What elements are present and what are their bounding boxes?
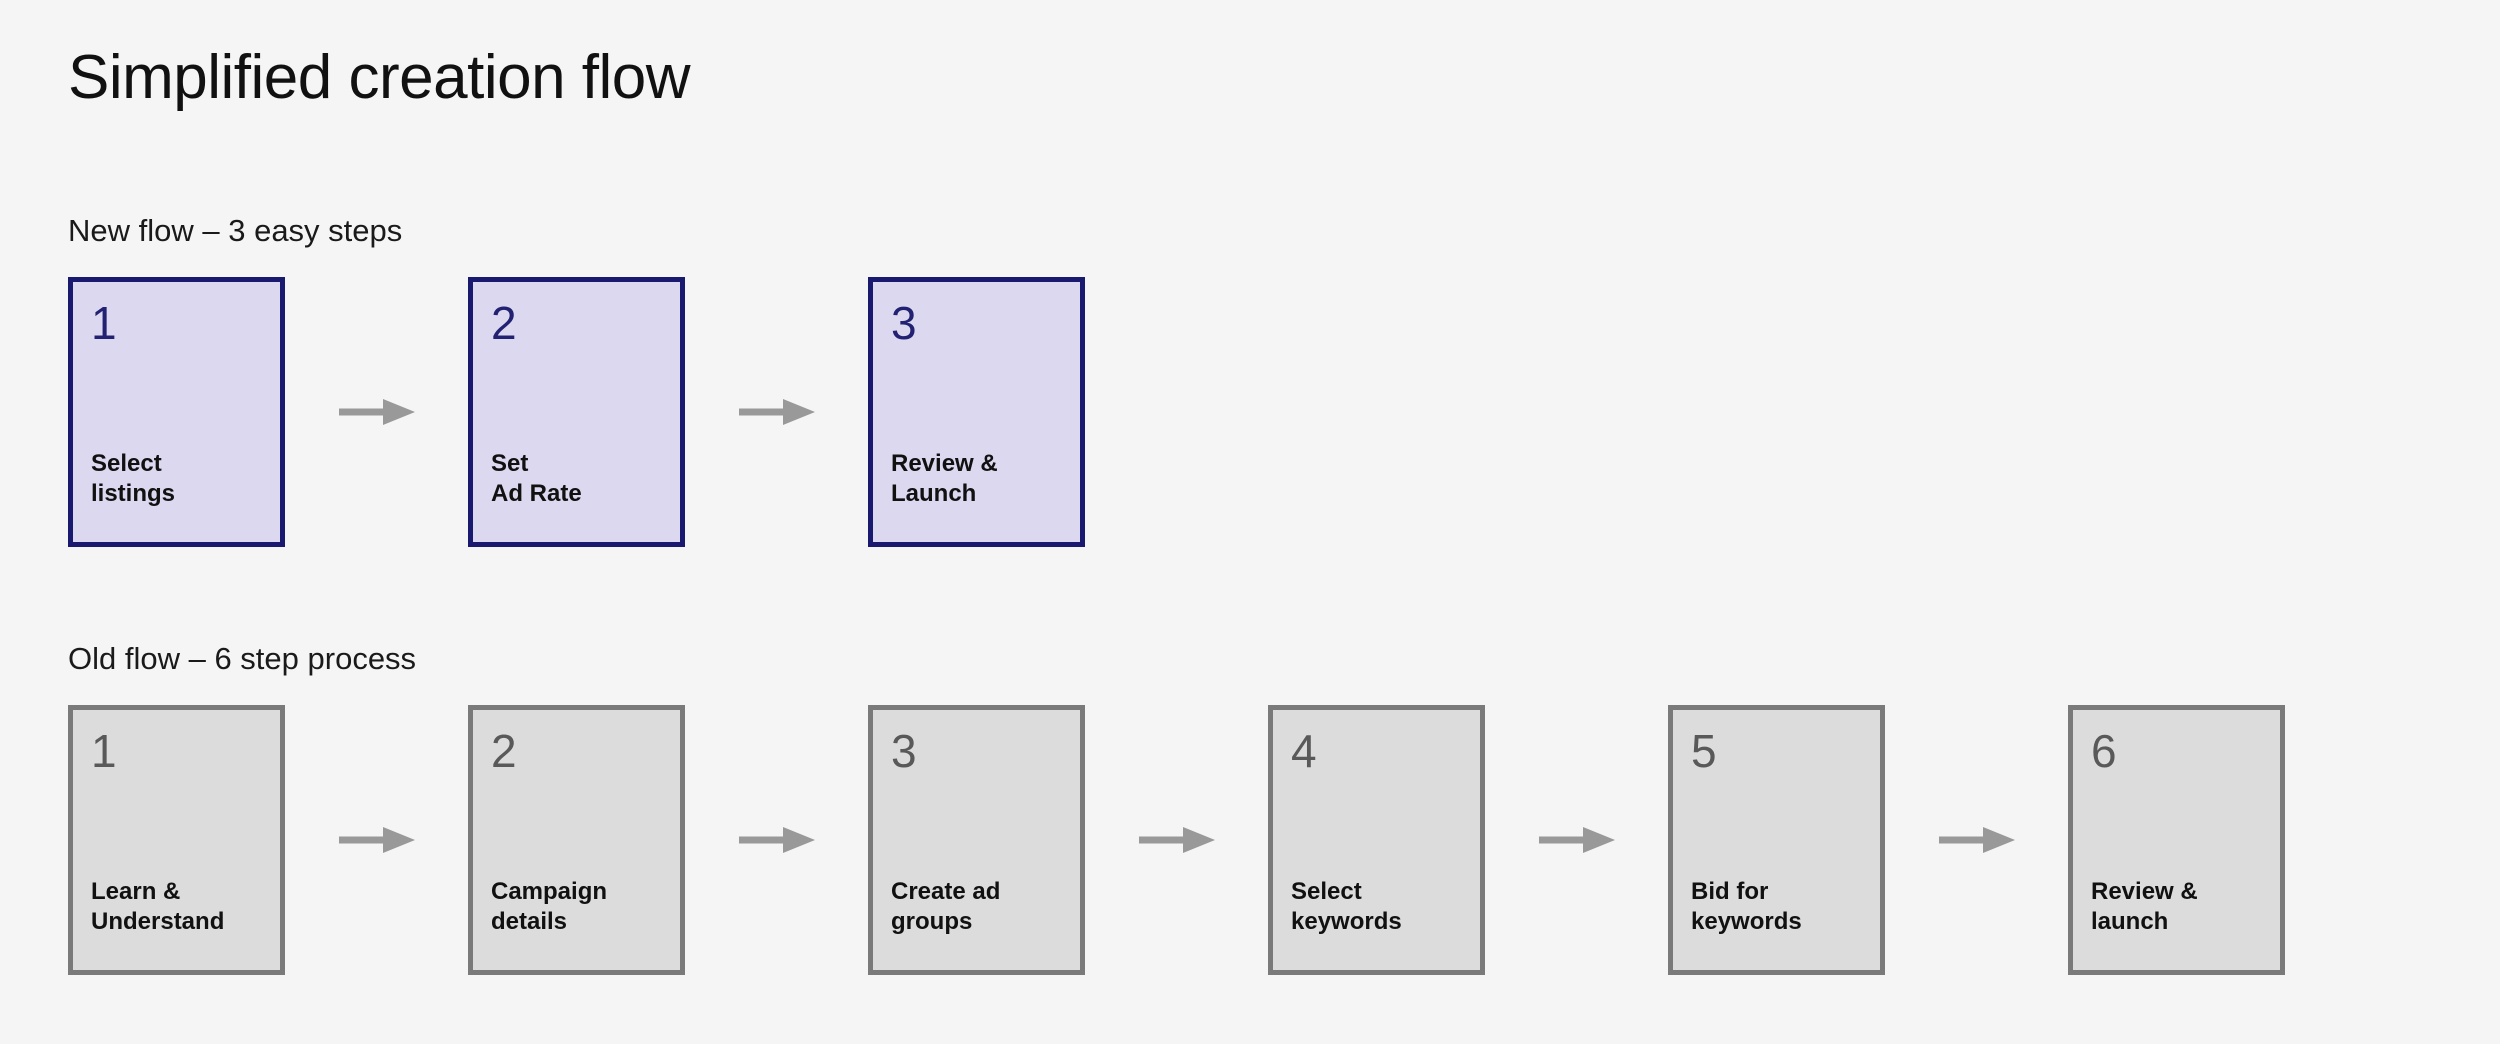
step-number: 2	[491, 725, 517, 777]
step-label: Review & launch	[2091, 877, 2198, 936]
old-flow-step-4[interactable]: 4 Select keywords	[1268, 705, 1485, 975]
arrow-right-icon	[685, 277, 868, 547]
new-flow-row: 1 Select listings 2 Set Ad Rate 3 Review…	[68, 277, 1085, 547]
arrow-right-icon	[285, 705, 468, 975]
step-label: Select listings	[91, 449, 176, 508]
step-number: 4	[1291, 725, 1317, 777]
step-number: 3	[891, 725, 917, 777]
old-flow-heading: Old flow – 6 step process	[68, 641, 417, 676]
new-flow-step-1[interactable]: 1 Select listings	[68, 277, 285, 547]
step-number: 3	[891, 297, 917, 349]
new-flow-heading: New flow – 3 easy steps	[68, 213, 403, 248]
step-label: Select keywords	[1291, 877, 1402, 936]
step-number: 1	[91, 725, 117, 777]
old-flow-step-1[interactable]: 1 Learn & Understand	[68, 705, 285, 975]
new-flow-step-3[interactable]: 3 Review & Launch	[868, 277, 1085, 547]
arrow-right-icon	[685, 705, 868, 975]
step-label: Review & Launch	[891, 449, 998, 508]
arrow-right-icon	[285, 277, 468, 547]
page-title: Simplified creation flow	[68, 43, 691, 112]
step-label: Learn & Understand	[91, 877, 225, 936]
arrow-right-icon	[1485, 705, 1668, 975]
step-label: Campaign details	[491, 877, 608, 936]
step-label: Create ad groups	[891, 877, 1001, 936]
step-number: 5	[1691, 725, 1717, 777]
old-flow-step-3[interactable]: 3 Create ad groups	[868, 705, 1085, 975]
step-label: Bid for keywords	[1691, 877, 1802, 936]
old-flow-step-5[interactable]: 5 Bid for keywords	[1668, 705, 1885, 975]
step-label: Set Ad Rate	[491, 449, 582, 508]
step-number: 1	[91, 297, 117, 349]
step-number: 6	[2091, 725, 2117, 777]
old-flow-row: 1 Learn & Understand 2 Campaign details …	[68, 705, 2285, 975]
old-flow-step-6[interactable]: 6 Review & launch	[2068, 705, 2285, 975]
new-flow-step-2[interactable]: 2 Set Ad Rate	[468, 277, 685, 547]
old-flow-step-2[interactable]: 2 Campaign details	[468, 705, 685, 975]
arrow-right-icon	[1885, 705, 2068, 975]
arrow-right-icon	[1085, 705, 1268, 975]
step-number: 2	[491, 297, 517, 349]
